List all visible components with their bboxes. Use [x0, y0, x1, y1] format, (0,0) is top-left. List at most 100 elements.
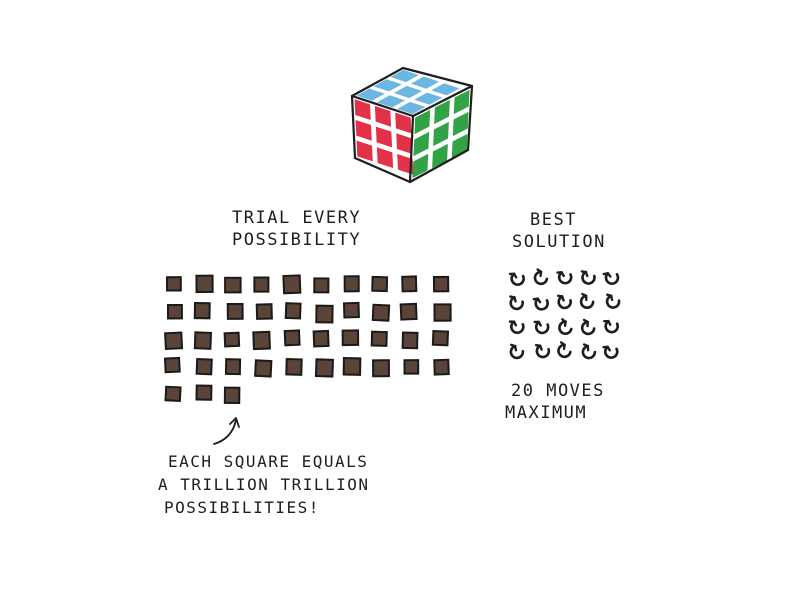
move-arrow-arc	[534, 320, 550, 335]
possibility-square	[433, 358, 450, 376]
moves-caption: 20 MOVES MAXIMUM	[505, 380, 605, 424]
possibility-square	[223, 386, 241, 404]
cube-edge	[408, 114, 415, 184]
move-arrow-icon	[603, 319, 619, 334]
cube-edge	[466, 84, 474, 152]
move-arrow-head	[602, 345, 612, 352]
best-solution-title-line-2: SOLUTION	[512, 232, 606, 252]
square-footnote: EACH SQUARE EQUALS A TRILLION TRILLION P…	[158, 450, 370, 519]
move-arrow-head	[559, 341, 566, 351]
move-arrow-arc	[510, 320, 525, 335]
move-arrow-arc	[509, 296, 524, 311]
cube-top-face-sticker	[356, 88, 385, 101]
best-solution-title: BEST SOLUTION	[512, 209, 606, 253]
move-arrow-head	[582, 343, 590, 352]
moves-caption-line-1: 20 MOVES	[511, 381, 605, 401]
move-arrow-icon	[579, 292, 595, 310]
possibility-square	[224, 276, 242, 294]
possibility-square	[284, 302, 302, 320]
move-arrow-arc	[510, 272, 525, 286]
possibility-square	[312, 329, 330, 348]
footnote-line-3: POSSIBILITIES!	[164, 498, 320, 517]
cube-top-face-sticker	[376, 95, 406, 108]
best-solution-title-line-1: BEST	[530, 210, 577, 230]
possibility-square	[403, 359, 420, 375]
brute-force-title: TRIAL EVERY POSSIBILITY	[232, 207, 361, 251]
move-arrow-arc	[580, 320, 596, 336]
move-arrow-icon	[533, 320, 550, 335]
move-arrow-arc	[604, 319, 619, 334]
move-arrow-head	[532, 297, 542, 304]
pointer-arrow-head	[229, 417, 240, 428]
move-arrow-head	[581, 292, 588, 302]
move-arrow-arc	[558, 320, 573, 336]
footnote-line-2: A TRILLION TRILLION	[158, 475, 370, 494]
brute-force-title-line-1: TRIAL EVERY	[232, 208, 362, 228]
cube-right-face-sticker	[433, 121, 449, 147]
possibility-square	[313, 277, 330, 294]
move-arrow-arc	[534, 297, 549, 311]
possibility-square	[195, 357, 213, 376]
possibility-square	[283, 329, 301, 347]
cube-left-face	[354, 99, 414, 175]
move-arrow-head	[580, 270, 589, 278]
possibility-square	[193, 331, 213, 350]
possibility-square	[371, 275, 389, 293]
cube-top-face	[356, 69, 460, 115]
cube-left-face-sticker	[396, 133, 413, 155]
move-arrow-arc	[605, 294, 621, 309]
cube-top-face-sticker	[393, 85, 423, 99]
possibility-square	[195, 274, 214, 294]
possibility-square	[371, 303, 391, 322]
possibility-square	[432, 275, 450, 293]
move-arrow-head	[509, 295, 517, 303]
cube-top-face-sticker	[373, 79, 402, 92]
move-arrow-arc	[603, 345, 619, 359]
possibility-square	[343, 275, 360, 293]
move-arrow-arc	[557, 295, 572, 310]
move-arrow-icon	[556, 294, 572, 310]
move-arrow-head	[536, 268, 543, 278]
move-arrow-icon	[509, 343, 525, 360]
cube-right-face-sticker	[434, 99, 450, 125]
move-arrow-head	[508, 320, 518, 327]
cube-edge	[350, 94, 415, 118]
move-arrow-head	[510, 343, 518, 352]
cube-left-face-sticker	[397, 153, 414, 175]
move-arrow-icon	[605, 293, 621, 309]
possibility-square	[163, 356, 181, 374]
possibility-square	[285, 357, 303, 376]
possibility-square	[165, 276, 182, 292]
possibility-square	[431, 329, 450, 347]
possibility-square	[401, 331, 419, 350]
possibility-square	[255, 303, 273, 320]
possibility-square	[433, 303, 452, 322]
possibility-square	[282, 274, 302, 295]
possibility-square	[370, 330, 388, 347]
move-arrow-head	[534, 343, 543, 351]
move-arrow-icon	[580, 318, 596, 336]
possibility-square	[164, 331, 184, 351]
possibility-square	[372, 359, 390, 378]
move-arrow-arc	[581, 270, 596, 285]
possibility-square	[342, 357, 362, 376]
move-arrow-head	[582, 318, 589, 328]
cube-left-face-sticker	[374, 105, 392, 127]
possibility-square	[193, 301, 211, 320]
cube-edge	[350, 66, 405, 98]
cube-left-face-sticker	[356, 140, 373, 162]
cube-edge	[411, 84, 474, 118]
possibility-square	[315, 304, 334, 324]
cube-right-face-sticker	[414, 109, 431, 135]
cube-top-face-sticker	[414, 92, 443, 105]
move-arrow-icon	[580, 270, 596, 285]
possibility-square	[254, 359, 273, 378]
move-arrow-arc	[581, 344, 597, 360]
move-arrow-arc	[557, 271, 573, 285]
pointer-arrow-shaft	[213, 419, 237, 445]
move-arrow-icon	[556, 271, 573, 285]
move-arrow-arc	[604, 272, 620, 285]
move-arrow-icon	[508, 320, 525, 335]
pointer-arrow-icon	[213, 417, 240, 445]
cube-edge	[353, 156, 412, 184]
